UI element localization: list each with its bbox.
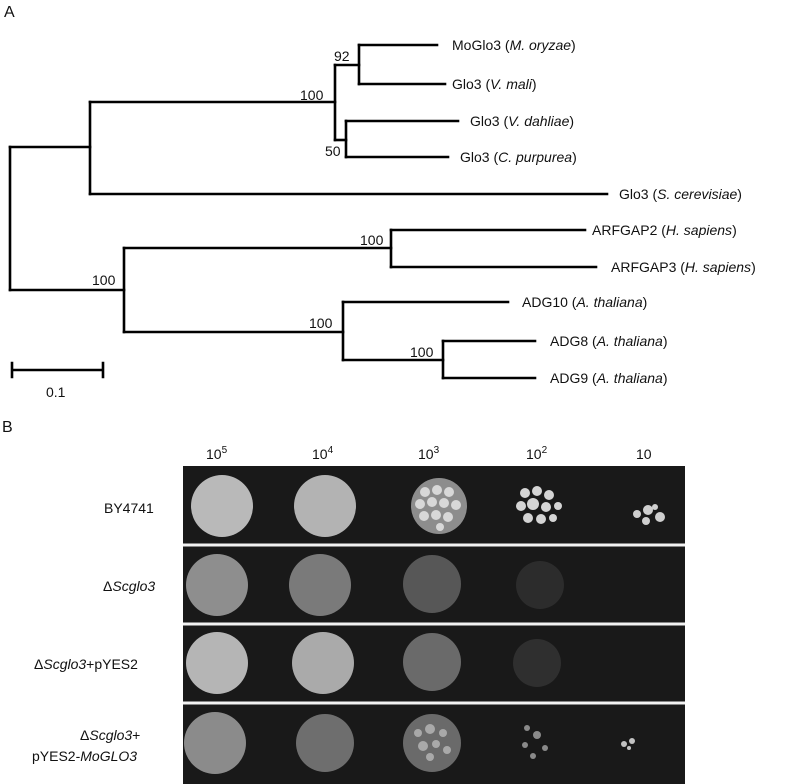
colony-spot	[186, 554, 248, 616]
taxon-label: ADG10 (A. thaliana)	[522, 294, 647, 310]
colony-spot	[191, 475, 253, 537]
bootstrap-value: 100	[300, 87, 324, 103]
taxon-label: Glo3 (V. dahliae)	[470, 113, 574, 129]
bootstrap-value: 100	[309, 315, 333, 331]
panel-b-label: B	[2, 419, 13, 436]
colony-cluster	[621, 738, 635, 750]
strain-labels: BY4741 ΔScglo3 ΔScglo3+pYES2 ΔScglo3+ pY…	[32, 500, 155, 764]
strain-label: pYES2-MoGLO3	[32, 748, 137, 764]
taxon-label: Glo3 (S. cerevisiae)	[619, 186, 742, 202]
bootstrap-value: 92	[334, 48, 350, 64]
bootstrap-value: 100	[360, 232, 384, 248]
colony-spot	[296, 714, 354, 772]
colony-cluster	[522, 725, 548, 759]
spot-assay-plate	[183, 466, 685, 784]
colony-spot	[292, 632, 354, 694]
taxon-label: ARFGAP2 (H. sapiens)	[592, 222, 737, 238]
bootstrap-values: 92 100 50 100 100 100 100	[92, 48, 434, 360]
colony-spot	[513, 639, 561, 687]
colony-cluster	[415, 485, 461, 531]
colony-spot	[516, 561, 564, 609]
dilution-headers: 105 104 103 102 10	[206, 445, 652, 462]
colony-cluster	[516, 486, 562, 524]
colony-spot	[294, 475, 356, 537]
strain-label: BY4741	[104, 500, 154, 516]
bootstrap-value: 100	[92, 272, 116, 288]
colony-spot	[403, 714, 461, 772]
dilution-label: 102	[526, 445, 548, 462]
taxon-label: ADG9 (A. thaliana)	[550, 370, 668, 386]
colony-cluster	[414, 724, 451, 761]
colony-spot	[186, 632, 248, 694]
colony-spot	[403, 633, 461, 691]
taxon-label: ADG8 (A. thaliana)	[550, 333, 668, 349]
strain-label: ΔScglo3+pYES2	[34, 656, 138, 672]
dilution-label: 105	[206, 445, 228, 462]
scale-bar-line	[10, 361, 105, 379]
strain-label: ΔScglo3	[103, 578, 155, 594]
panel-a-label: A	[4, 4, 15, 21]
colony-spot	[289, 554, 351, 616]
taxon-label: Glo3 (V. mali)	[452, 76, 537, 92]
dilution-label: 103	[418, 445, 440, 462]
bootstrap-value: 100	[410, 344, 434, 360]
dilution-label: 10	[636, 446, 652, 462]
scale-bar: 0.1	[10, 361, 105, 400]
dilution-label: 104	[312, 445, 334, 462]
colony-spot	[184, 712, 246, 774]
colony-spot	[403, 555, 461, 613]
taxon-label: MoGlo3 (M. oryzae)	[452, 37, 576, 53]
taxon-label: ARFGAP3 (H. sapiens)	[611, 259, 756, 275]
scale-bar-label: 0.1	[46, 384, 66, 400]
taxon-label: Glo3 (C. purpurea)	[460, 149, 577, 165]
phylogenetic-tree	[8, 43, 609, 380]
taxa-labels: MoGlo3 (M. oryzae) Glo3 (V. mali) Glo3 (…	[452, 37, 756, 386]
strain-label: ΔScglo3+	[80, 727, 140, 743]
bootstrap-value: 50	[325, 143, 341, 159]
colony-cluster	[633, 504, 665, 525]
